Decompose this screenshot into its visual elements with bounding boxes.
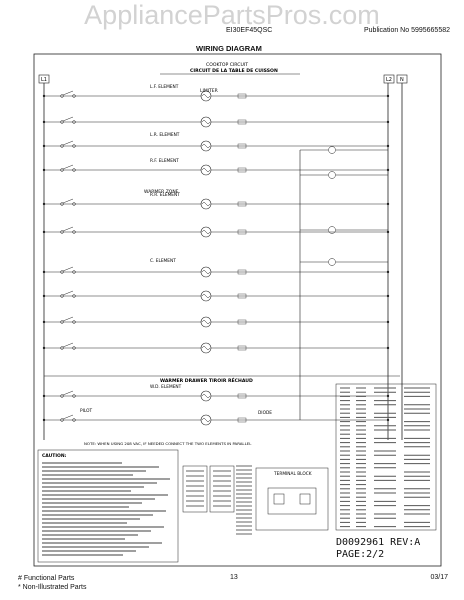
circuit-row (42, 266, 390, 278)
functional-parts-note: # Functional Parts (18, 575, 75, 582)
watermark: AppliancePartsPros.com (84, 0, 380, 30)
color-code-table (335, 383, 437, 531)
indicator-light (328, 226, 336, 234)
element-label: R.R. ELEMENT (150, 192, 180, 198)
circuit-row (42, 90, 390, 102)
circuit-row (42, 198, 390, 210)
document-block: D0092961 REV:A PAGE:2/2 (336, 537, 438, 561)
circuit-row (42, 342, 390, 354)
element-label: L.F. ELEMENT (150, 84, 179, 90)
terminal-block-box (255, 467, 329, 531)
label-n: N (400, 77, 404, 83)
indicator-light (328, 258, 336, 266)
circuit-row (42, 226, 390, 238)
cooktop-circuit-fr: CIRCUIT DE LA TABLE DE CUISSON (190, 68, 278, 74)
terminal-l2 (383, 74, 395, 84)
caution-label: CAUTION: (42, 453, 67, 459)
label-l1: L1 (41, 77, 47, 83)
footer-legend: # Functional Parts * Non-Illustrated Par… (18, 574, 86, 592)
element-label: L.R. ELEMENT (150, 132, 180, 138)
caution-box (37, 449, 179, 563)
page-number: 13 (230, 574, 238, 581)
diagram-frame (33, 53, 442, 567)
element-label: W.D. ELEMENT (150, 384, 182, 390)
circuit-row (42, 390, 390, 402)
cooktop-circuit-label: COOKTOP CIRCUIT (206, 62, 248, 68)
element-label: R.F. ELEMENT (150, 158, 179, 164)
circuit-row (42, 164, 390, 176)
warmer-zone-label: WARMER ZONE (144, 189, 179, 195)
page-title: WIRING DIAGRAM (196, 44, 262, 53)
pilot-label: PILOT (80, 408, 92, 414)
model-number: EI30EF45QSC (226, 27, 273, 34)
circuit-row (42, 414, 390, 426)
document-page: PAGE:2/2 (336, 549, 385, 560)
connector-box-2 (209, 465, 235, 513)
document-number: D0092961 REV:A (336, 537, 421, 548)
terminal-screw-2 (299, 493, 311, 505)
terminal-screw-1 (273, 493, 285, 505)
circuit-row (42, 140, 390, 152)
limiter-label: LIMITER (200, 88, 218, 94)
diode-label: DIODE (258, 410, 272, 416)
terminal-block-label: TERMINAL BLOCK (273, 471, 312, 477)
terminal-block-inner (267, 487, 317, 515)
connector-box-1 (182, 465, 208, 513)
publication-number: Publication No 5995665582 (363, 27, 450, 34)
warmer-drawer-label: WARMER DRAWER TIROIR RÉCHAUD (160, 376, 253, 384)
circuit-row (42, 116, 390, 128)
note-text: NOTE: WHEN USING 208 VAC, IF NEEDED CONN… (84, 441, 252, 446)
indicator-light (328, 171, 336, 179)
footer-date: 03/17 (430, 574, 448, 581)
indicator-light (328, 146, 336, 154)
non-illustrated-note: * Non-Illustrated Parts (18, 584, 87, 591)
circuit-row (42, 316, 390, 328)
label-l2: L2 (386, 77, 392, 83)
circuit-row (42, 290, 390, 302)
element-label: C. ELEMENT (150, 258, 176, 264)
